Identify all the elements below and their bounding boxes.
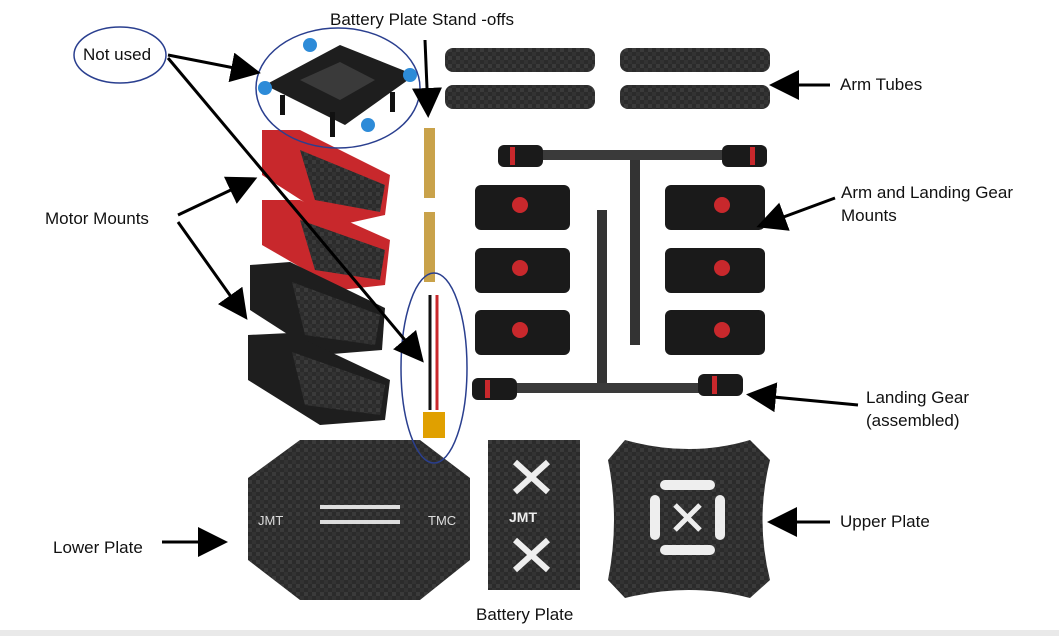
arm-landing-mounts-label-line1: Arm and Landing Gear	[841, 183, 1013, 202]
not-used-label: Not used	[83, 45, 152, 64]
lower-plate-logo-right: TMC	[428, 513, 456, 528]
arrow-icon	[166, 57, 424, 363]
motor-mounts-label: Motor Mounts	[45, 209, 149, 228]
standoffs-image	[424, 128, 435, 282]
battery-plate-logo: JMT	[509, 509, 537, 525]
arm-mounts-image	[475, 185, 765, 355]
arrow-icon	[756, 196, 836, 231]
upper-plate-image	[608, 440, 770, 598]
landing-gear-image	[472, 145, 767, 400]
battery-standoffs-label: Battery Plate Stand -offs	[330, 10, 514, 29]
upper-plate-label: Upper Plate	[840, 512, 930, 531]
not-used-highlight-ellipse	[73, 26, 167, 84]
arrow-icon	[177, 176, 258, 217]
arrow-icon	[746, 382, 859, 413]
arrow-icon	[176, 221, 248, 320]
battery-plate-label: Battery Plate	[476, 605, 574, 624]
motor-mounts-image	[248, 130, 390, 425]
battery-plate-image: JMT	[488, 440, 580, 590]
arrow-icon	[167, 52, 261, 83]
lower-plate-image: JMT TMC	[248, 440, 470, 600]
lower-plate-label: Lower Plate	[53, 538, 143, 557]
landing-gear-label-line2: (assembled)	[866, 411, 960, 430]
power-lead-highlight-ellipse	[400, 272, 468, 464]
arm-tubes-image	[445, 48, 770, 109]
arm-tubes-label: Arm Tubes	[840, 75, 923, 94]
arm-landing-mounts-label-line2: Mounts	[841, 206, 897, 225]
arrow-icon	[412, 39, 442, 118]
bottom-divider	[0, 630, 1059, 636]
lower-plate-logo-left: JMT	[258, 513, 283, 528]
power-lead-image	[423, 295, 445, 438]
arrow-icon-group	[162, 39, 859, 557]
fc-plate-image	[258, 38, 417, 137]
landing-gear-label-line1: Landing Gear	[866, 388, 970, 407]
